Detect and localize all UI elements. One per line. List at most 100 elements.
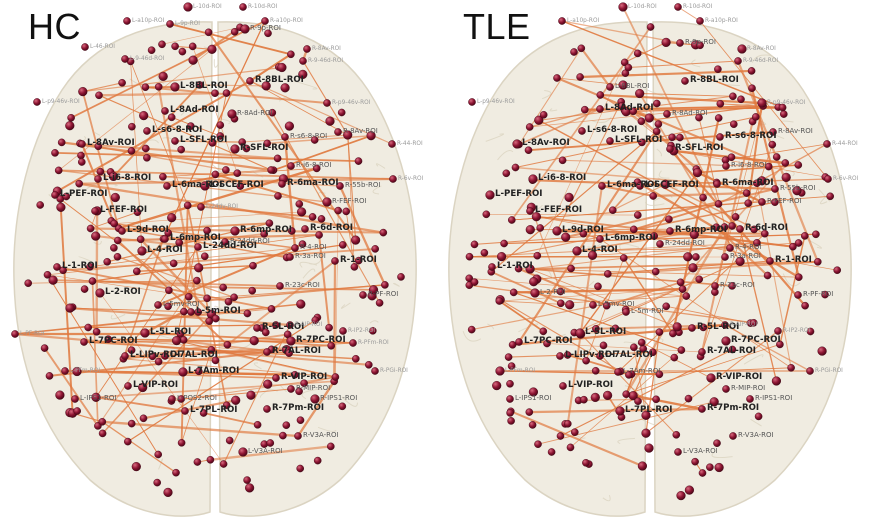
connection-edge	[599, 93, 764, 105]
roi-node	[296, 464, 305, 473]
connection-edge	[518, 108, 601, 146]
roi-node	[77, 151, 85, 160]
roi-label: R-6v-ROI	[398, 176, 424, 182]
roi-node	[161, 352, 169, 360]
roi-label: R-8BL-ROI	[690, 75, 739, 85]
roi-node	[556, 352, 564, 360]
roi-node	[211, 356, 220, 365]
roi-node	[599, 341, 608, 350]
roi-node	[315, 231, 323, 239]
roi-label: L-8BL-ROI	[180, 81, 228, 91]
connection-edge	[665, 305, 751, 324]
roi-node	[619, 254, 628, 262]
roi-node	[655, 328, 664, 336]
roi-node	[536, 224, 544, 232]
roi-node	[502, 169, 511, 178]
connection-edge	[333, 259, 337, 383]
roi-node	[528, 421, 537, 429]
roi-node	[744, 199, 753, 207]
roi-node	[287, 50, 295, 59]
roi-node	[596, 91, 605, 99]
roi-node	[467, 325, 476, 334]
roi-node	[615, 406, 625, 416]
connection-edge	[345, 211, 355, 268]
roi-node	[750, 225, 758, 234]
roi-node	[794, 291, 802, 299]
roi-node	[224, 297, 233, 306]
roi-label: R-9-46d-ROI	[308, 58, 343, 64]
roi-label: L-LIPv-ROI	[130, 350, 180, 360]
roi-node	[53, 263, 61, 271]
roi-node	[576, 73, 584, 81]
roi-node	[163, 182, 171, 190]
roi-node	[681, 77, 689, 85]
connection-edge	[560, 295, 687, 304]
roi-node	[104, 335, 112, 344]
roi-node	[199, 409, 208, 417]
connection-edge	[89, 234, 320, 268]
roi-node	[660, 179, 670, 189]
connection-edge	[509, 410, 644, 468]
roi-node	[634, 397, 642, 406]
connection-edge	[58, 48, 213, 171]
roi-node	[179, 336, 188, 344]
roi-node	[389, 175, 397, 183]
roi-node	[230, 144, 240, 154]
roi-node	[110, 192, 120, 203]
roi-label: R-8Ad-ROI	[237, 109, 273, 117]
connection-edge	[633, 201, 776, 231]
roi-node	[188, 42, 197, 51]
roi-node	[629, 107, 637, 116]
roi-node	[154, 450, 162, 459]
roi-label: L-4-ROI	[147, 245, 183, 255]
roi-node	[219, 460, 228, 468]
roi-node	[230, 226, 240, 236]
roi-label: L-8BL-ROI	[615, 82, 649, 90]
roi-node	[651, 267, 660, 276]
roi-label: R-s6-8-ROI	[725, 131, 777, 141]
roi-node	[606, 83, 614, 91]
roi-node	[86, 262, 94, 271]
roi-label: L-7PC-ROI	[524, 336, 573, 346]
roi-node	[86, 224, 95, 233]
roi-label: R-6mp-ROI	[675, 225, 727, 235]
roi-node	[136, 235, 145, 244]
roi-nodes	[465, 2, 842, 501]
roi-label: R-PGi-ROI	[815, 368, 843, 374]
roi-node	[768, 140, 777, 149]
roi-label: L-7PL-ROI	[190, 405, 237, 415]
roi-label: R-24dd-ROI	[230, 237, 270, 245]
connection-edge	[130, 61, 189, 206]
roi-node	[812, 230, 820, 239]
roi-node	[608, 206, 617, 214]
roi-node	[567, 264, 575, 273]
roi-node	[666, 227, 674, 235]
roi-node	[55, 390, 65, 400]
roi-label: L-SFL-ROI	[180, 135, 227, 145]
roi-label: R-p9-46v-ROI	[332, 100, 371, 106]
connection-edge	[517, 267, 608, 307]
roi-node	[204, 28, 213, 37]
roi-node	[143, 127, 151, 135]
connection-edge	[248, 53, 292, 83]
roi-node	[769, 128, 777, 136]
roi-node	[625, 371, 633, 379]
roi-node	[222, 166, 230, 174]
roi-node	[570, 48, 578, 56]
roi-node	[618, 2, 628, 12]
roi-label: L-5L-ROI	[150, 327, 191, 337]
connection-edge	[639, 93, 734, 97]
roi-node	[514, 264, 523, 273]
roi-label: L-VIP-ROI	[568, 380, 613, 390]
roi-node	[736, 225, 744, 233]
roi-label: L-6ma-ROI	[172, 180, 222, 190]
roi-node	[253, 324, 261, 332]
roi-node	[676, 491, 686, 501]
roi-node	[577, 44, 586, 53]
roi-node	[286, 321, 294, 329]
roi-node	[78, 140, 86, 148]
roi-node	[300, 379, 308, 388]
roi-label: L-VIP-ROI	[133, 380, 178, 390]
roi-node	[617, 102, 626, 110]
roi-node	[695, 275, 704, 284]
